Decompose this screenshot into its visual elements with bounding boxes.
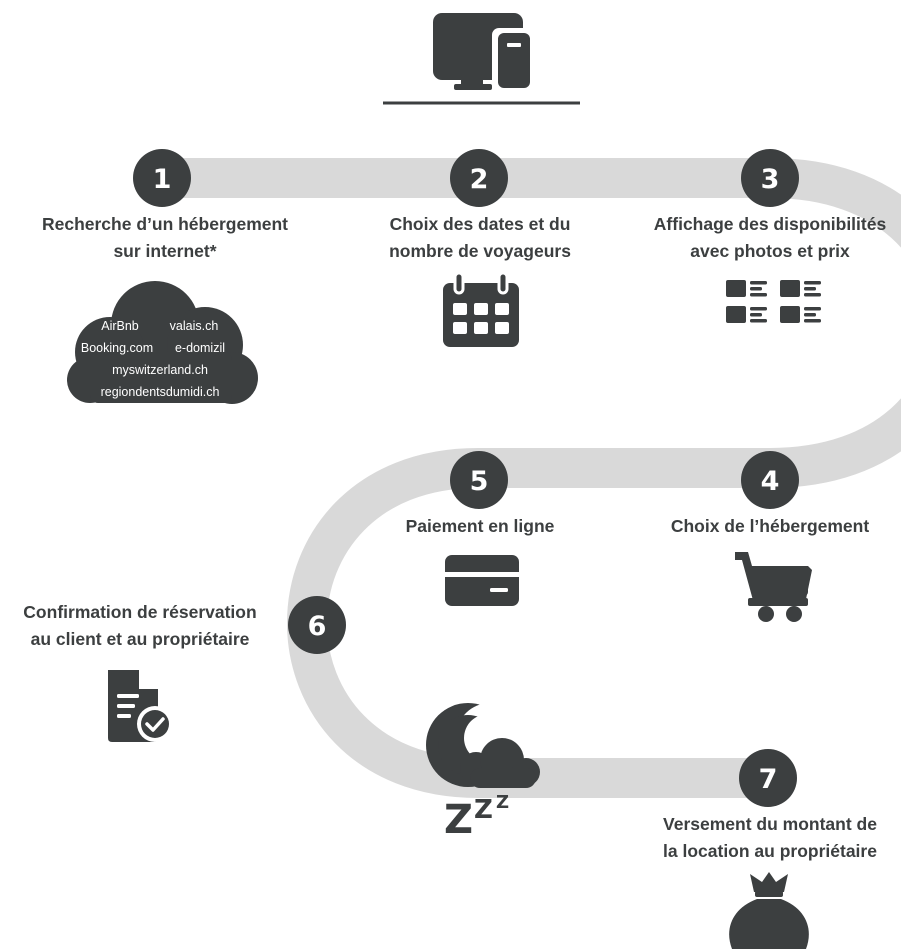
money-bag-icon <box>729 872 809 949</box>
step-number: 1 <box>153 164 172 195</box>
cloud-site: valais.ch <box>170 319 219 333</box>
cloud-icon: AirBnb valais.ch Booking.com e-domizil m… <box>67 281 258 404</box>
step-number: 6 <box>308 611 327 642</box>
cloud-site: regiondentsdumidi.ch <box>101 385 220 399</box>
step-label-line: nombre de voyageurs <box>389 241 571 261</box>
step-badge-7: 7 <box>739 749 797 807</box>
step-number: 5 <box>470 466 489 497</box>
step-label-7: Versement du montant de la location au p… <box>663 814 877 861</box>
document-check-icon <box>108 667 173 742</box>
step-label-line: au client et au propriétaire <box>31 629 250 649</box>
step-badge-5: 5 <box>450 451 508 509</box>
step-label-3: Affichage des disponibilités avec photos… <box>654 214 887 261</box>
cloud-site: myswitzerland.ch <box>112 363 208 377</box>
step-label-4: Choix de l’hébergement <box>671 516 870 536</box>
moon-cloud-icon <box>426 703 540 788</box>
step-label-1: Recherche d’un hébergement sur internet* <box>42 214 288 261</box>
z-letter: Z <box>444 797 473 843</box>
step-label-line: avec photos et prix <box>690 241 850 261</box>
step-label-5: Paiement en ligne <box>406 516 555 536</box>
sleep-z-text: Z Z Z <box>444 792 509 843</box>
step-label-line: Recherche d’un hébergement <box>42 214 288 234</box>
step-label-6: Confirmation de réservation au client et… <box>23 602 256 649</box>
process-road <box>168 158 901 798</box>
step-number: 7 <box>759 764 778 795</box>
step-badge-2: 2 <box>450 149 508 207</box>
step-number: 3 <box>761 164 780 195</box>
step-label-2: Choix des dates et du nombre de voyageur… <box>389 214 571 261</box>
step-badge-3: 3 <box>741 149 799 207</box>
step-badge-1: 1 <box>133 149 191 207</box>
step-badge-4: 4 <box>741 451 799 509</box>
step-number: 4 <box>761 466 780 497</box>
step-label-line: Confirmation de réservation <box>23 602 256 622</box>
step-label-line: Choix de l’hébergement <box>671 516 870 536</box>
step-badge-6: 6 <box>288 596 346 654</box>
shopping-cart-icon <box>735 552 812 622</box>
step-label-line: sur internet* <box>113 241 216 261</box>
step-label-line: Paiement en ligne <box>406 516 555 536</box>
credit-card-icon <box>445 555 519 606</box>
step-label-line: Affichage des disponibilités <box>654 214 887 234</box>
step-label-line: Versement du montant de <box>663 814 877 834</box>
step-label-line: la location au propriétaire <box>663 841 877 861</box>
step-label-line: Choix des dates et du <box>390 214 571 234</box>
z-letter: Z <box>474 795 493 825</box>
cloud-site: e-domizil <box>175 341 225 355</box>
calendar-icon <box>443 271 519 347</box>
cloud-site: AirBnb <box>101 319 139 333</box>
cloud-site: Booking.com <box>81 341 153 355</box>
step-number: 2 <box>470 164 489 195</box>
desktop-computer-icon <box>433 13 533 90</box>
list-grid-icon <box>726 280 821 323</box>
z-letter: Z <box>496 792 509 813</box>
